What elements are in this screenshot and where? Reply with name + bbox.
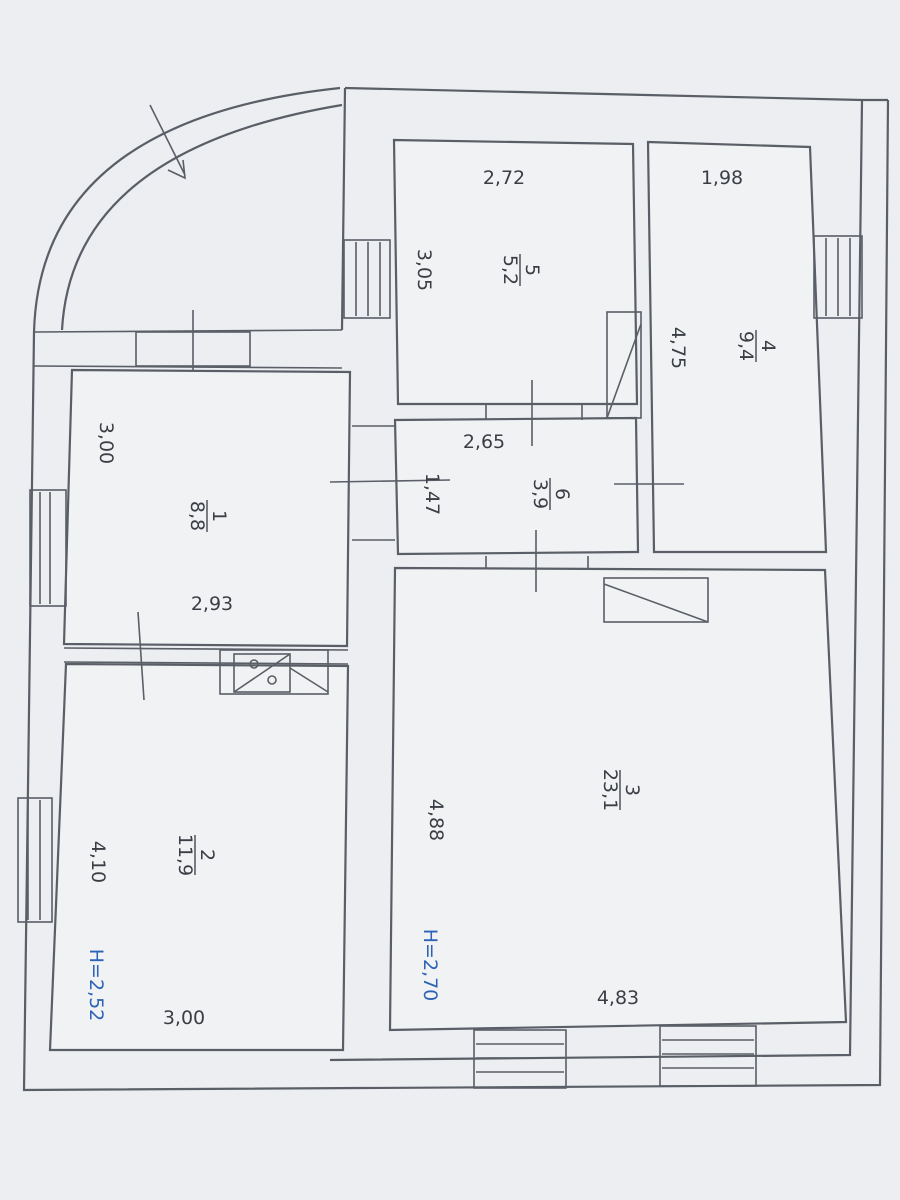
room-5-dim-width: 2,72 [483, 167, 525, 189]
room-3 [388, 566, 848, 1032]
room-2-dim-width: 3,00 [163, 1007, 205, 1029]
room-3-number: 3 [621, 784, 643, 796]
room-2-area: 11,9 [174, 834, 196, 876]
room-1-number: 1 [208, 510, 230, 522]
room-2 [48, 662, 350, 1052]
room-4-dim-length: 4,75 [667, 327, 689, 369]
room-5-labels: 5 5,2 2,72 3,05 [413, 167, 543, 291]
room-5-area: 5,2 [499, 255, 521, 285]
room-6 [393, 416, 640, 556]
stove-room-3 [603, 577, 709, 623]
sink-fixture [219, 649, 329, 695]
room-3-dim-width: 4,83 [597, 987, 639, 1009]
room-4-area: 9,4 [735, 331, 757, 361]
room-3-dim-length: 4,88 [425, 799, 447, 841]
room-1-labels: 1 8,8 3,00 2,93 [95, 422, 233, 615]
room-1-area: 8,8 [186, 501, 208, 531]
room-6-dim-length: 1,47 [421, 473, 443, 515]
room-2-dim-length: 4,10 [87, 841, 109, 883]
room-5 [392, 138, 639, 406]
stove-room-5 [606, 311, 642, 419]
room-4 [646, 140, 828, 554]
room-6-area: 3,9 [529, 479, 551, 509]
room-5-number: 5 [521, 264, 543, 276]
room-3-ceiling-height: H=2,70 [419, 929, 441, 1002]
room-2-ceiling-height: H=2,52 [85, 949, 107, 1022]
room-6-number: 6 [551, 488, 573, 500]
room-3-area: 23,1 [599, 769, 621, 811]
room-4-number: 4 [757, 340, 779, 352]
room-6-labels: 6 3,9 2,65 1,47 [421, 431, 573, 515]
room-6-dim-width: 2,65 [463, 431, 505, 453]
room-2-number: 2 [196, 849, 218, 861]
entrance-arrow-icon [149, 104, 186, 180]
room-2-labels: 2 11,9 4,10 H=2,52 3,00 [85, 834, 218, 1029]
room-4-dim-width: 1,98 [701, 167, 743, 189]
room-4-labels: 4 9,4 1,98 4,75 [667, 167, 779, 369]
windows [17, 235, 863, 1089]
curved-veranda-wall [32, 86, 343, 333]
room-1-dim-width: 2,93 [191, 593, 233, 615]
room-3-labels: 3 23,1 4,88 H=2,70 4,83 [419, 769, 643, 1009]
room-1-dim-length: 3,00 [95, 422, 117, 464]
room-5-dim-length: 3,05 [413, 249, 435, 291]
